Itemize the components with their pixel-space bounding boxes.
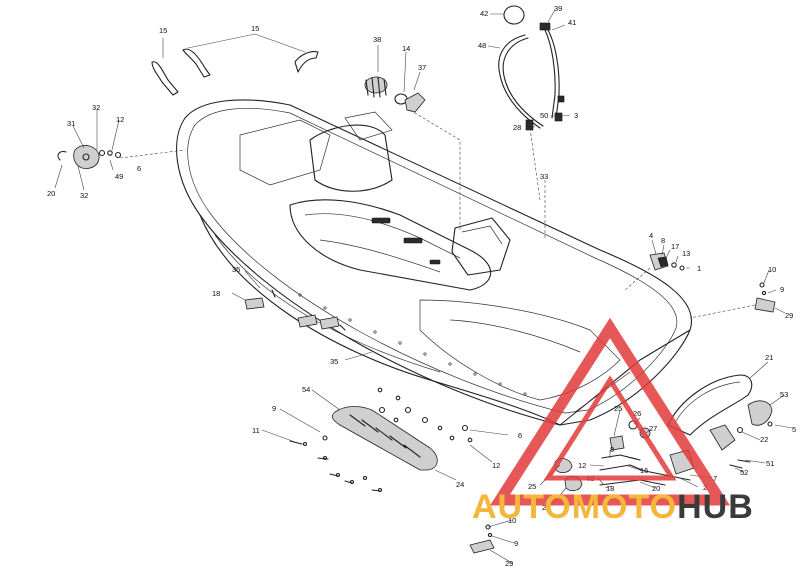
stern-handle-assembly <box>667 374 773 475</box>
side-vents <box>244 289 346 331</box>
callout-26: 26 <box>633 409 641 418</box>
callout-35a: 35 <box>232 265 240 274</box>
watermark-logo: AUTOMOTOHUB <box>472 317 754 526</box>
callout-28: 28 <box>513 123 521 132</box>
callout-9a: 9 <box>780 285 784 294</box>
callout-32b: 32 <box>80 191 88 200</box>
callout-32a: 32 <box>92 103 100 112</box>
watermark-text: AUTOMOTOHUB <box>472 488 754 526</box>
bumper-strip-left <box>151 48 319 96</box>
callout-23: 23 <box>542 503 550 512</box>
callout-33: 33 <box>540 172 548 181</box>
callout-2: 2 <box>703 483 707 492</box>
callout-20b: 20 <box>652 484 660 493</box>
callout-labels: 15 15 38 14 37 42 39 41 48 28 50 3 33 32… <box>47 4 796 568</box>
callout-29a: 29 <box>785 311 793 320</box>
callout-35b: 35 <box>330 357 338 366</box>
callout-6a: 6 <box>137 164 141 173</box>
callout-6b: 6 <box>518 431 522 440</box>
fasteners-group <box>289 387 473 493</box>
callout-53: 53 <box>780 390 788 399</box>
handle-clip-top-right <box>754 282 776 313</box>
side-bracket-left <box>57 145 122 169</box>
callout-25a: 25 <box>614 404 622 413</box>
callout-12a: 12 <box>116 115 124 124</box>
callout-20a: 20 <box>47 189 55 198</box>
callout-1: 1 <box>697 264 701 273</box>
callout-41: 41 <box>568 18 576 27</box>
callout-13: 13 <box>682 249 690 258</box>
callout-4: 4 <box>649 231 653 240</box>
callout-39: 39 <box>554 4 562 13</box>
callout-14: 14 <box>402 44 410 53</box>
callout-12b: 12 <box>492 461 500 470</box>
drain-plug-assembly <box>364 76 426 113</box>
callout-9c: 9 <box>514 539 518 548</box>
callout-11: 11 <box>252 426 260 435</box>
callout-42: 42 <box>480 9 488 18</box>
callout-12c: 12 <box>578 461 586 470</box>
throttle-cable-assembly <box>498 5 565 131</box>
callout-10b: 10 <box>508 516 516 525</box>
callout-21: 21 <box>765 353 773 362</box>
callout-7: 7 <box>713 474 717 483</box>
callout-9b: 9 <box>272 404 276 413</box>
right-fitting-assembly <box>649 252 685 271</box>
leader-lines <box>54 9 793 564</box>
callout-15b: 15 <box>251 24 259 33</box>
callout-52: 52 <box>740 468 748 477</box>
callout-18a: 18 <box>212 289 220 298</box>
callout-25b: 25 <box>528 482 536 491</box>
callout-18b: 18 <box>606 484 614 493</box>
callout-17: 17 <box>671 242 679 251</box>
callout-51: 51 <box>766 459 774 468</box>
callout-37: 37 <box>418 63 426 72</box>
callout-22: 22 <box>760 435 768 444</box>
callout-49: 49 <box>115 172 123 181</box>
callout-54: 54 <box>302 385 310 394</box>
callout-38: 38 <box>373 35 381 44</box>
callout-5: 5 <box>792 425 796 434</box>
callout-48a: 48 <box>478 41 486 50</box>
callout-27: 27 <box>649 424 657 433</box>
callout-15a: 15 <box>159 26 167 35</box>
callout-29b: 29 <box>505 559 513 568</box>
callout-50: 50 <box>540 111 548 120</box>
callout-8b: 8 <box>610 445 614 454</box>
callout-24: 24 <box>456 480 464 489</box>
hull-body <box>176 99 693 426</box>
callout-3: 3 <box>574 111 578 120</box>
bottom-skid-plate <box>331 406 438 471</box>
callout-10a: 10 <box>768 265 776 274</box>
callout-16: 16 <box>640 466 648 475</box>
callout-31: 31 <box>67 119 75 128</box>
callout-8a: 8 <box>661 236 665 245</box>
